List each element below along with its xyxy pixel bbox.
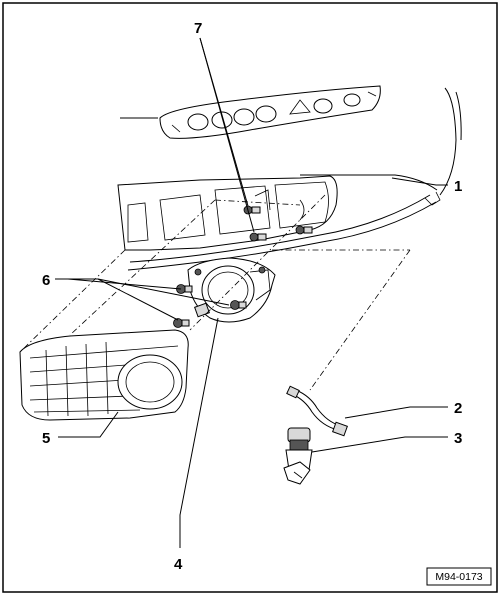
fog-light-grille	[19, 329, 189, 421]
fog-light-bulb	[283, 427, 313, 485]
callout-1: 1	[454, 178, 462, 195]
upper-grille	[159, 85, 381, 139]
callout-2: 2	[454, 400, 462, 417]
assembly-guide-lines	[19, 194, 411, 391]
grille-mount-bracket	[117, 175, 338, 251]
callout-6: 6	[42, 272, 50, 289]
screw-7a	[243, 205, 261, 215]
leader-lines	[55, 37, 448, 548]
reference-code: M94-0173	[435, 571, 482, 583]
screw-6c	[173, 318, 190, 328]
fog-light-housing	[187, 257, 276, 323]
callout-4: 4	[174, 556, 183, 573]
screw-6b	[230, 300, 247, 310]
callout-3: 3	[454, 430, 462, 447]
callout-7: 7	[194, 20, 202, 37]
screw-7b	[249, 232, 267, 242]
reference-code-box: M94-0173	[426, 567, 492, 586]
screw-7c	[295, 225, 313, 235]
bumper-cover	[120, 87, 462, 271]
callout-5: 5	[42, 430, 50, 447]
wiring-harness	[286, 385, 348, 437]
